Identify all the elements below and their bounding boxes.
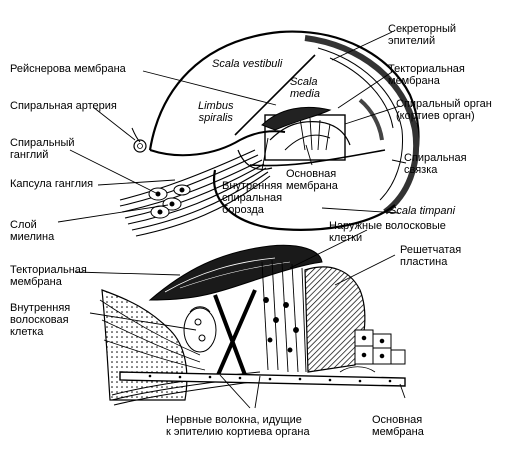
label-secretory-epithelium: Секреторный эпителий — [388, 23, 457, 47]
label-spiral-artery: Спиральная артерия — [10, 100, 117, 112]
label-ganglion-capsule: Капсула ганглия — [10, 178, 94, 190]
label-basilar-membrane-top: Основная мембрана — [286, 168, 338, 192]
leader-lines-top — [57, 31, 407, 223]
label-tectorial-membrane: Текториальная мембрана — [10, 264, 87, 288]
label-inner-hair-cell: Внутренняя волосковая клетка — [10, 302, 71, 338]
label-scala-media: Scala media — [290, 76, 320, 100]
spiral-ganglion — [148, 184, 191, 219]
label-tectorial-membrane-top: Текториальная мембрана — [388, 63, 465, 87]
basilar-membrane-line — [249, 149, 386, 167]
label-spiral-ganglion: Спиральный ганглий — [10, 137, 75, 161]
label-nerve-fibers: Нервные волокна, идущие к эпителию корти… — [166, 414, 310, 438]
label-basilar-membrane: Основная мембрана — [372, 414, 424, 438]
label-reissner-membrane: Рейснерова мембрана — [10, 63, 126, 75]
spiral-lamina — [101, 289, 188, 401]
basilar-membrane-band — [119, 371, 406, 387]
tectorial-membrane — [148, 244, 323, 301]
pillar-cells — [213, 289, 257, 376]
outer-hair-cells — [261, 259, 307, 373]
organ-of-corti-detail — [99, 244, 406, 406]
limbus-outline — [149, 130, 286, 157]
label-scala-timpani: Scala timpani — [389, 205, 456, 217]
cochlea-cross-section — [119, 30, 420, 237]
claudius-cells — [354, 329, 406, 365]
spiral-ligament-wall — [304, 35, 420, 215]
label-myelin-layer: Слой миелина — [10, 219, 55, 243]
label-scala-vestibuli: Scala vestibuli — [212, 58, 283, 70]
reissner-membrane-line — [234, 54, 316, 136]
label-inner-spiral-sulcus: Внутренняя спиральная борозда — [222, 180, 283, 216]
inner-hair-cell-region — [183, 306, 217, 353]
label-spiral-organ: Спиральный орган (кортиев орган) — [396, 98, 492, 122]
label-reticular-lamina: Решетчатая пластина — [400, 244, 462, 268]
label-outer-hair-cells: Наружные волосковые клетки — [329, 220, 446, 244]
spiral-artery — [131, 127, 147, 153]
leader-lines-bottom — [74, 229, 406, 409]
label-spiral-ligament: Спиральная связка — [404, 152, 467, 176]
label-limbus-spiralis: Limbus spiralis — [198, 100, 234, 124]
scala-timpani-outline — [213, 169, 396, 231]
